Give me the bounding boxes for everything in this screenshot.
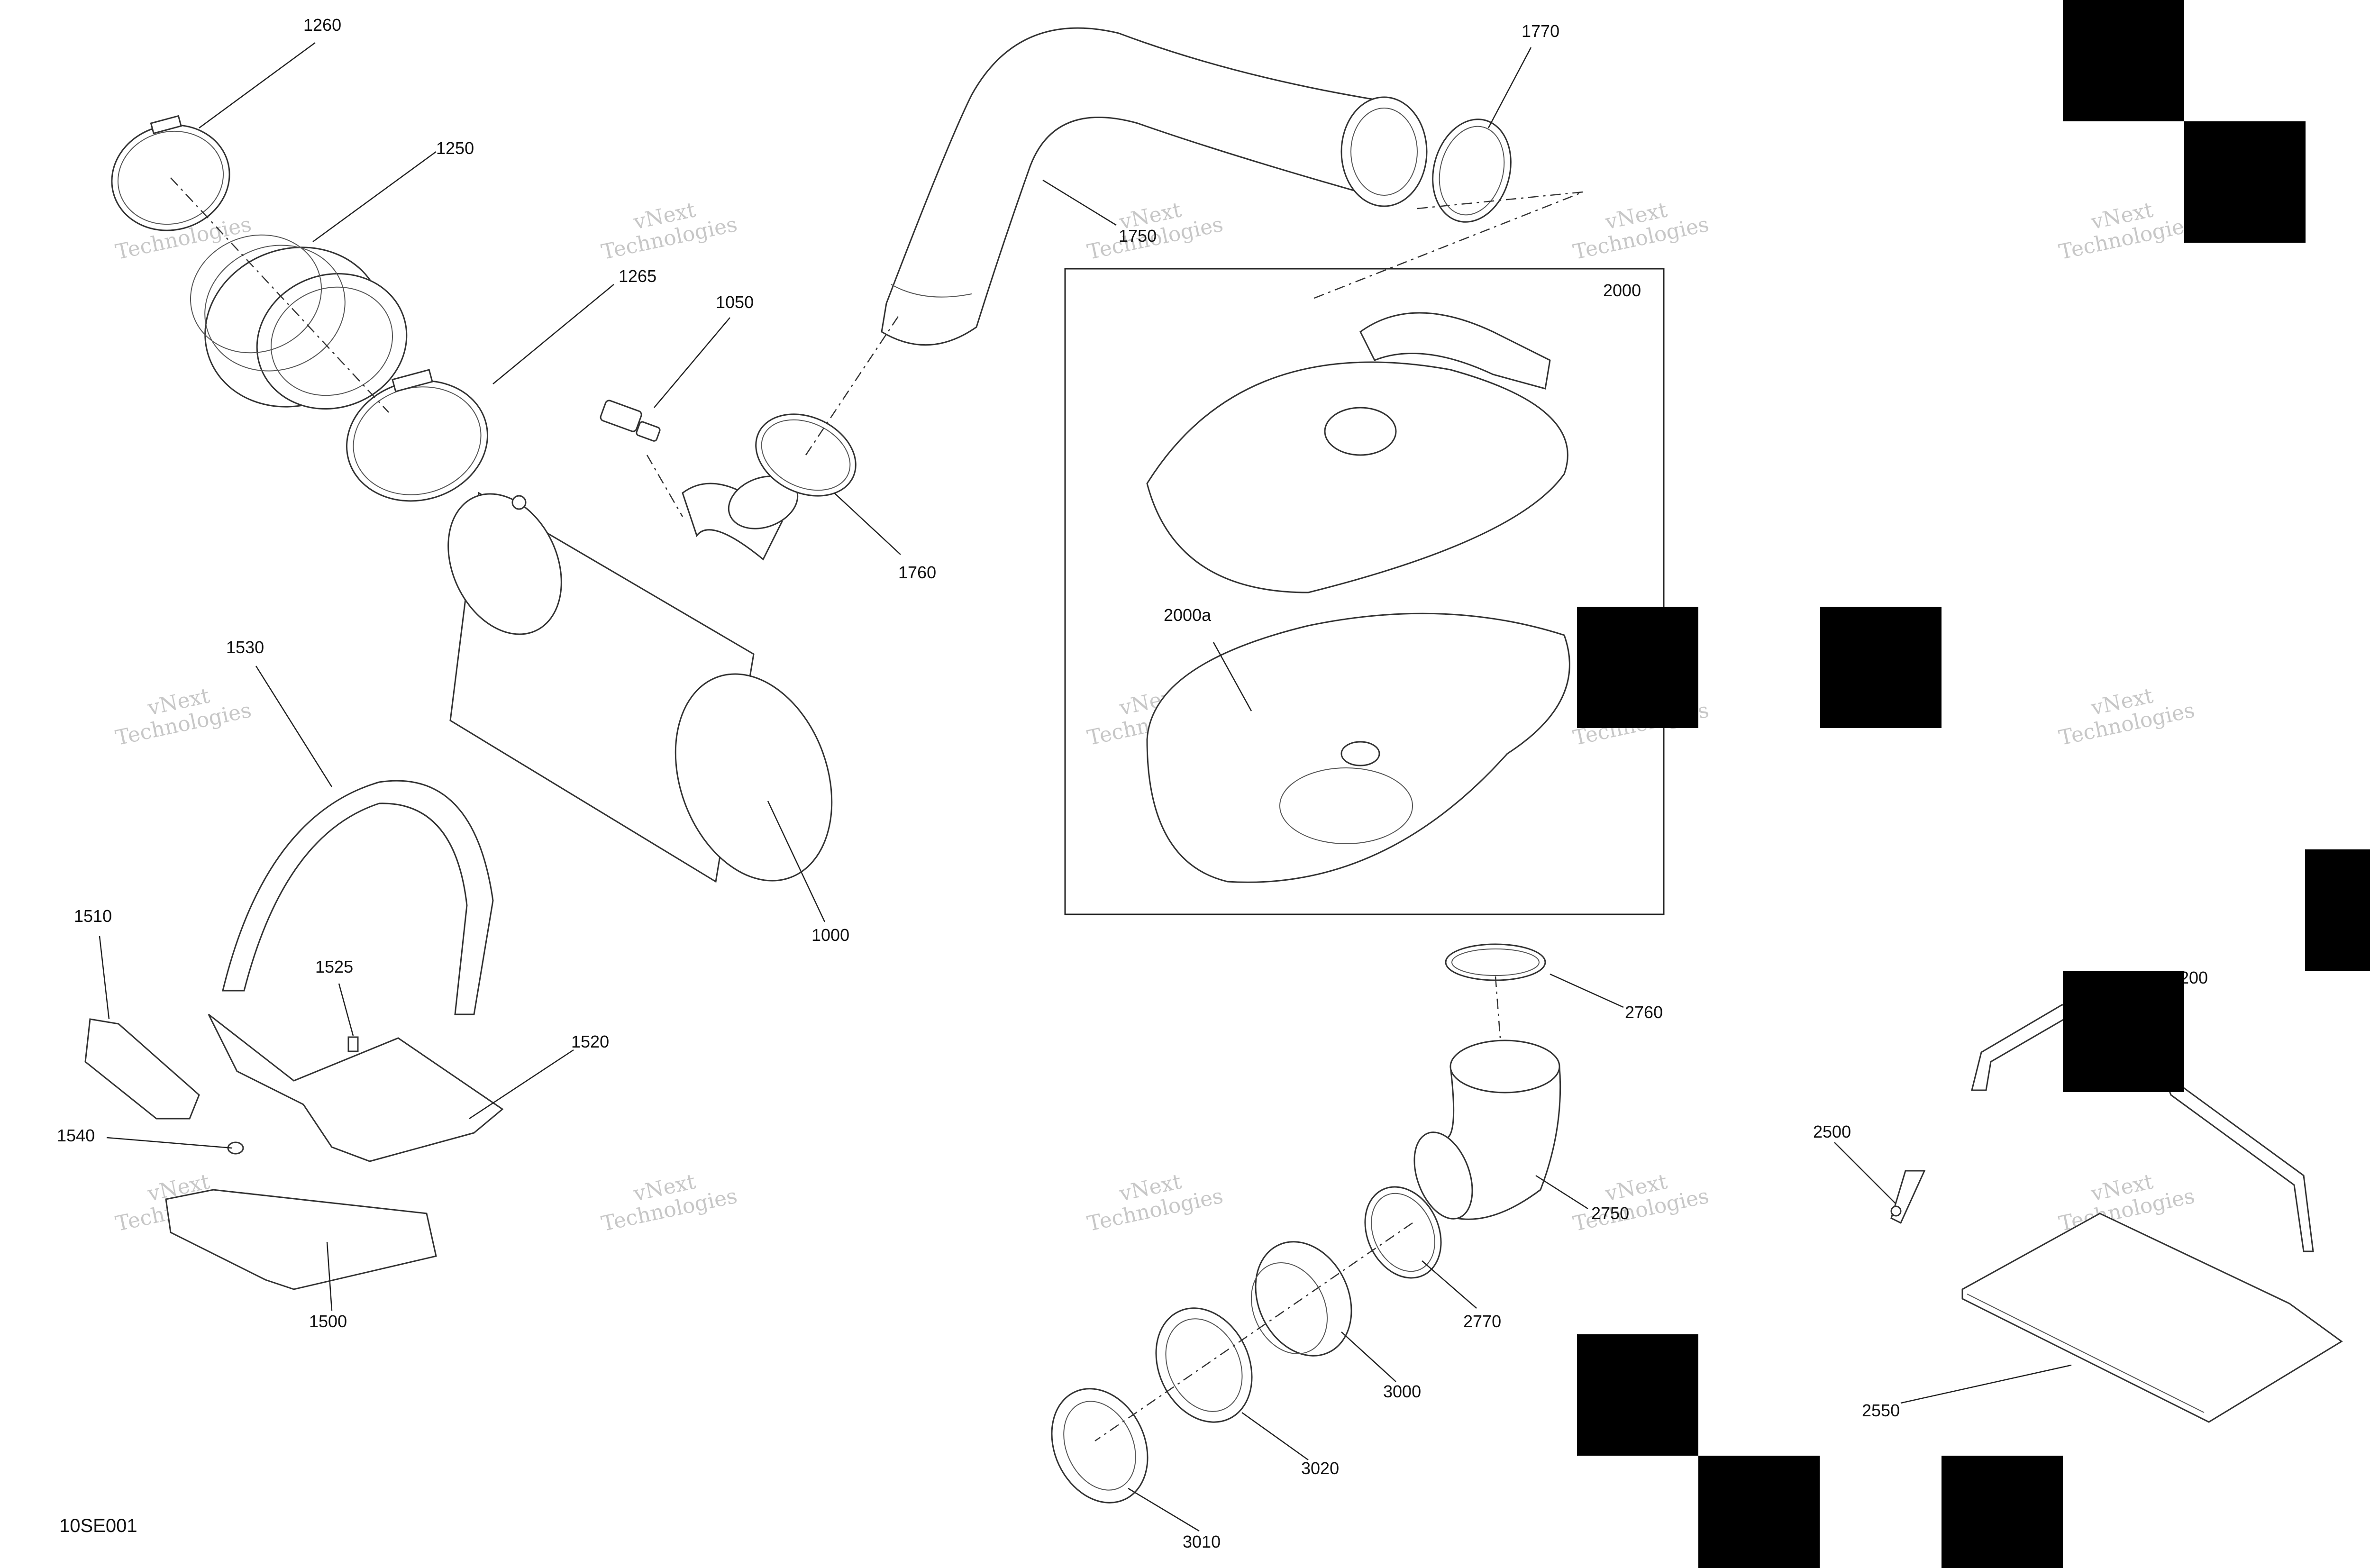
watermark: vNextTechnologies xyxy=(2052,190,2197,264)
callout-1500: 1500 xyxy=(309,1312,347,1331)
callout-2000a: 2000a xyxy=(1164,605,1212,625)
part-3000-adapter xyxy=(1250,1241,1352,1357)
part-2500-bracket xyxy=(1890,1170,1926,1224)
redaction-blocks xyxy=(1577,0,2370,1568)
part-1500-footrest xyxy=(165,1189,437,1290)
callout-1540: 1540 xyxy=(57,1126,95,1145)
center-lines xyxy=(170,177,1584,1442)
redaction-block xyxy=(2184,121,2306,243)
part-1510-bracket xyxy=(84,1018,200,1120)
redaction-block xyxy=(1942,1456,2063,1568)
callout-1760: 1760 xyxy=(898,563,936,582)
callout-1770: 1770 xyxy=(1522,21,1559,41)
callout-1265: 1265 xyxy=(619,266,656,286)
watermark: vNextTechnologies xyxy=(594,1162,739,1236)
part-3010-nut xyxy=(1051,1388,1149,1504)
redaction-block xyxy=(1577,1334,1698,1456)
redaction-block xyxy=(2305,849,2370,971)
part-1265-clamp xyxy=(346,369,488,502)
callout-1750: 1750 xyxy=(1119,226,1157,246)
part-2760-clamp xyxy=(1445,943,1546,981)
watermark: vNextTechnologies xyxy=(1080,1162,1225,1236)
part-2000-airbox xyxy=(1064,268,1665,915)
callout-1000: 1000 xyxy=(811,925,849,945)
callout-1260: 1260 xyxy=(303,15,341,35)
leader-lines xyxy=(99,42,2072,1532)
part-1250-coupler xyxy=(190,234,408,410)
watermark: vNextTechnologies xyxy=(1566,190,1711,264)
callout-2770: 2770 xyxy=(1463,1312,1501,1331)
redaction-block xyxy=(1698,1456,1820,1568)
callout-2200: 200 xyxy=(2179,968,2208,987)
watermark: vNextTechnologies xyxy=(2052,676,2197,750)
callout-3010: 3010 xyxy=(1183,1532,1221,1551)
callout-2550: 2550 xyxy=(1862,1401,1900,1420)
watermark: vNextTechnologies xyxy=(1566,1162,1711,1236)
redaction-block xyxy=(1820,607,1942,728)
redaction-block xyxy=(1577,607,1698,728)
part-1520-plate xyxy=(208,1013,504,1162)
part-1750-duct xyxy=(881,27,1428,346)
part-1770-clamp xyxy=(1432,119,1512,223)
callout-labels: 1260 1250 1265 1050 1750 1770 1760 2000 … xyxy=(57,15,2208,1551)
callout-3000: 3000 xyxy=(1383,1382,1421,1401)
part-1050-sensor xyxy=(600,400,661,442)
callout-1250: 1250 xyxy=(436,138,474,158)
part-1525-screw xyxy=(347,1036,359,1052)
part-1000-muffler xyxy=(447,475,833,883)
callout-2000: 2000 xyxy=(1603,281,1641,300)
part-2770-clamp xyxy=(1364,1186,1442,1279)
part-1530-strap xyxy=(222,780,494,1015)
redaction-block xyxy=(2063,971,2184,1092)
callout-1510: 1510 xyxy=(74,906,112,926)
part-2550-skidplate xyxy=(1961,1212,2343,1423)
callout-1525: 1525 xyxy=(315,957,353,976)
callout-1520: 1520 xyxy=(571,1032,609,1051)
watermark: vNextTechnologies xyxy=(1080,190,1225,264)
diagram-reference: 10SE001 xyxy=(59,1515,137,1536)
watermark: vNextTechnologies xyxy=(594,190,739,264)
callout-2760: 2760 xyxy=(1625,1003,1663,1022)
callout-3020: 3020 xyxy=(1301,1459,1339,1478)
callout-1050: 1050 xyxy=(716,292,754,312)
callout-1530: 1530 xyxy=(226,638,264,657)
part-3020-ring xyxy=(1155,1307,1253,1423)
part-2750-elbow xyxy=(1413,1039,1561,1220)
redaction-block xyxy=(2063,0,2184,121)
callout-2500: 2500 xyxy=(1813,1122,1851,1141)
watermark: vNextTechnologies xyxy=(109,676,253,750)
callout-2750: 2750 xyxy=(1591,1203,1629,1223)
